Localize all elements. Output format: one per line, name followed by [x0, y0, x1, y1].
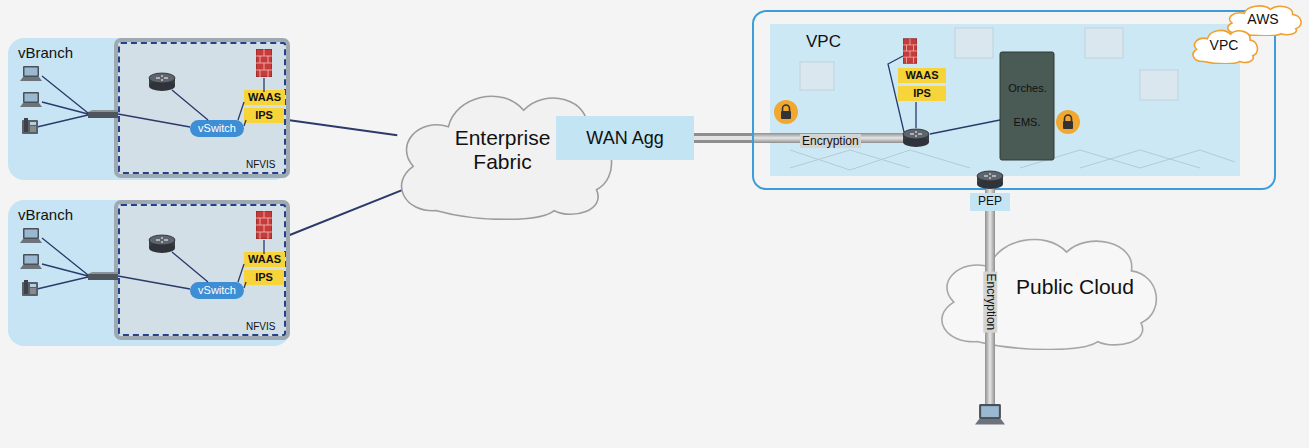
tube-outer: [694, 133, 752, 143]
aggregation-box: WAN Agg: [556, 116, 694, 160]
branch-panel: vBranchNFVIS WAAS IPS vSwitch: [8, 38, 290, 180]
node-text: NFVIS: [246, 159, 275, 171]
node-text: WAAS: [906, 69, 939, 82]
node-text: Enterprise Fabric: [438, 126, 568, 174]
node-text: NFVIS: [246, 321, 275, 333]
node-text: AWS: [1247, 11, 1278, 27]
service-tag: IPS: [244, 108, 284, 123]
network-cloud: Public Cloud: [925, 225, 1165, 350]
node-text: Public Cloud: [1016, 275, 1134, 299]
router-icon: [903, 129, 929, 147]
pep-label: PEP: [970, 193, 1010, 211]
server-rack: [1000, 52, 1054, 160]
nfvis-host: NFVIS WAAS IPS vSwitch: [118, 42, 286, 174]
edge-label: Encryption: [800, 134, 861, 148]
management-box: EMS.: [1004, 112, 1050, 132]
branch-panel: vBranchNFVIS WAAS IPS vSwitch: [8, 200, 290, 346]
lock-icon: [774, 100, 798, 124]
router-icon: [149, 73, 175, 253]
connector: [694, 138, 752, 139]
vpc-region: VPC WAAS IPS Orches. EMS.: [752, 10, 1276, 190]
node-text: vSwitch: [198, 284, 236, 297]
cloud-shape: [1193, 30, 1257, 63]
node-text: Orches.: [1008, 82, 1047, 95]
node-text: vBranch: [18, 44, 73, 61]
edge-label-holder: Encryption: [800, 131, 861, 149]
node-text: IPS: [913, 87, 931, 100]
node-text: WAAS: [248, 91, 281, 104]
vswitch-pill: vSwitch: [190, 282, 244, 299]
node-text: PEP: [978, 195, 1002, 209]
label-holder: Encryption: [960, 291, 1021, 309]
node-text: VPC: [806, 32, 841, 52]
vswitch-pill: vSwitch: [190, 120, 244, 137]
node-text: EMS.: [1014, 116, 1041, 129]
node-text: vBranch: [18, 206, 73, 223]
node-text: IPS: [255, 271, 273, 284]
connector-line: [286, 186, 413, 237]
encryption-tube: [985, 186, 995, 193]
provider-cloud: VPC: [1188, 26, 1260, 64]
service-tag: IPS: [244, 270, 284, 285]
management-box: Orches.: [1004, 78, 1051, 98]
lock-icon: [1056, 110, 1080, 134]
node-text: VPC: [1210, 37, 1239, 53]
node-text: IPS: [255, 109, 273, 122]
tube-label: Encryption: [983, 272, 997, 333]
firewall-icon: [256, 49, 272, 239]
router-icon: [977, 171, 1003, 189]
vpc-wiring: [888, 56, 1000, 134]
datacenter-background: [790, 28, 1235, 170]
service-tag: WAAS: [898, 68, 946, 83]
branch-wiring: [37, 76, 264, 289]
tube-inner: [694, 136, 752, 140]
firewall-icon: [903, 39, 917, 64]
node-text: WAAS: [248, 253, 281, 266]
connector-line: [286, 120, 397, 136]
nfvis-host: NFVIS WAAS IPS vSwitch: [118, 204, 286, 336]
connector: [286, 120, 397, 136]
connector: [286, 186, 413, 237]
service-tag: WAAS: [244, 252, 285, 267]
cloud-shape: [942, 239, 1156, 349]
laptop-icon: [975, 404, 1005, 424]
node-text: vSwitch: [198, 122, 236, 135]
endpoint-devices: [20, 66, 118, 296]
service-tag: WAAS: [244, 90, 285, 105]
node-text: WAN Agg: [586, 128, 663, 149]
service-tag: IPS: [898, 86, 946, 101]
